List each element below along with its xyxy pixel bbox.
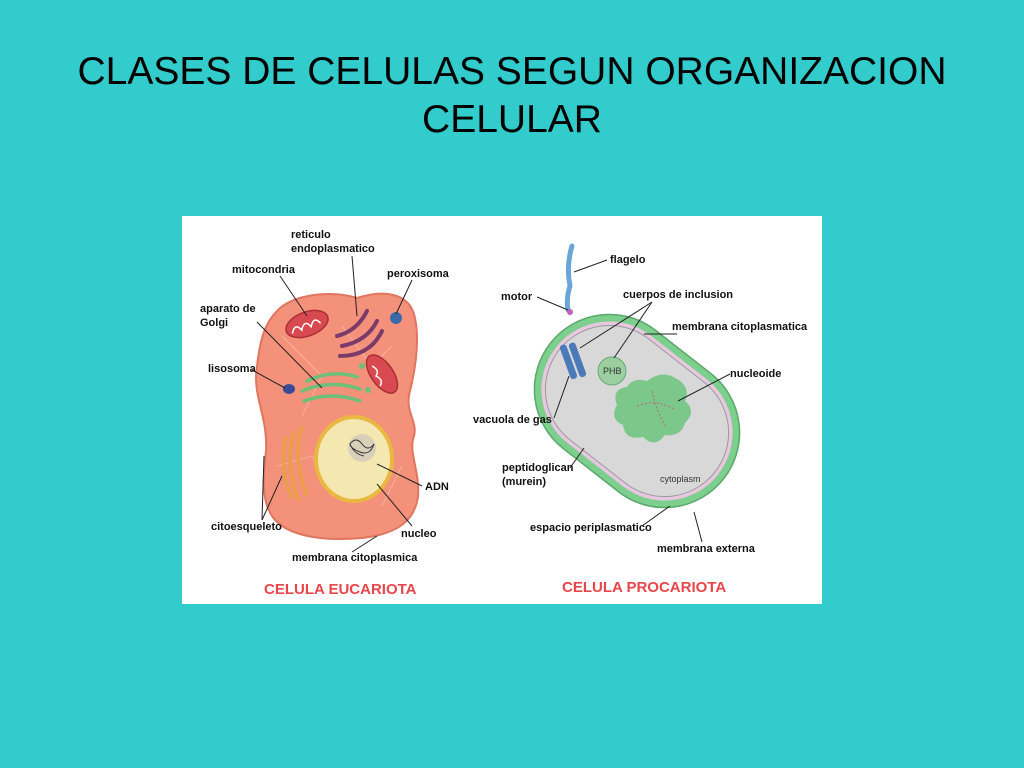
peroxisome [390, 312, 402, 324]
label-espacio-periplasmatico: espacio periplasmatico [530, 522, 652, 534]
label-nucleoide: nucleoide [730, 368, 781, 380]
label-nucleo: nucleo [401, 528, 437, 540]
flagellum [564, 243, 575, 313]
label-lisosoma: lisosoma [208, 363, 257, 375]
label-motor: motor [501, 291, 533, 303]
label-membrana-externa: membrana externa [657, 543, 756, 555]
label-golgi-line1: aparato de [200, 303, 256, 315]
phb-inclusion [597, 356, 627, 386]
gas-vacuole [559, 342, 587, 380]
lysosome [283, 384, 295, 394]
title-line-2: CELULAR [422, 98, 602, 141]
label-adn: ADN [425, 481, 449, 493]
nucleus [314, 415, 394, 503]
label-cytoplasm: cytoplasm [660, 474, 701, 484]
title-line-1: CLASES DE CELULAS SEGUN ORGANIZACION [77, 50, 947, 93]
nucleoid-dna [636, 390, 676, 428]
cell-diagram-svg: reticulo endoplasmatico mitocondria pero… [182, 216, 822, 604]
label-reticulo-line2: endoplasmatico [291, 243, 375, 255]
mitochondrion-1 [285, 309, 329, 339]
nucleolus [348, 434, 376, 462]
label-citoesqueleto: citoesqueleto [211, 521, 282, 533]
label-membrana-citoplasmica: membrana citoplasmica [292, 552, 418, 564]
caption-celula-procariota: CELULA PROCARIOTA [562, 579, 726, 596]
golgi-vesicle [359, 363, 365, 369]
eukaryotic-cell: reticulo endoplasmatico mitocondria pero… [200, 229, 450, 598]
label-flagelo: flagelo [610, 254, 646, 266]
mitochondrion-2 [365, 354, 399, 394]
golgi-vesicle [365, 387, 371, 393]
endoplasmic-reticulum [335, 309, 384, 358]
caption-celula-eucariota: CELULA EUCARIOTA [264, 581, 417, 598]
label-peptidoglican-line2: (murein) [502, 476, 546, 488]
label-membrana-citoplasmatica: membrana citoplasmatica [672, 321, 808, 333]
label-reticulo-line1: reticulo [291, 229, 331, 241]
golgi-apparatus [300, 372, 362, 403]
motor [567, 309, 573, 315]
rough-er [281, 425, 309, 502]
dna-strands [349, 439, 375, 457]
nucleoid [614, 374, 691, 443]
label-golgi-line2: Golgi [200, 317, 228, 329]
label-phb: PHB [603, 366, 622, 376]
euk-cell-body [255, 292, 420, 540]
label-mitocondria: mitocondria [232, 264, 296, 276]
pro-leader-lines [536, 259, 731, 543]
slide-title: CLASES DE CELULAS SEGUN ORGANIZACION CEL… [40, 48, 984, 144]
label-cuerpos-inclusion: cuerpos de inclusion [623, 289, 733, 301]
prokaryotic-cell: PHB cytoplasm flagelo motor cuerpos de i… [473, 243, 808, 596]
euk-leader-lines [251, 255, 423, 553]
label-vacuola-gas: vacuola de gas [473, 414, 552, 426]
label-peptidoglican-line1: peptidoglican [502, 462, 574, 474]
cell-diagram-figure: reticulo endoplasmatico mitocondria pero… [182, 216, 822, 604]
label-peroxisoma: peroxisoma [387, 268, 450, 280]
